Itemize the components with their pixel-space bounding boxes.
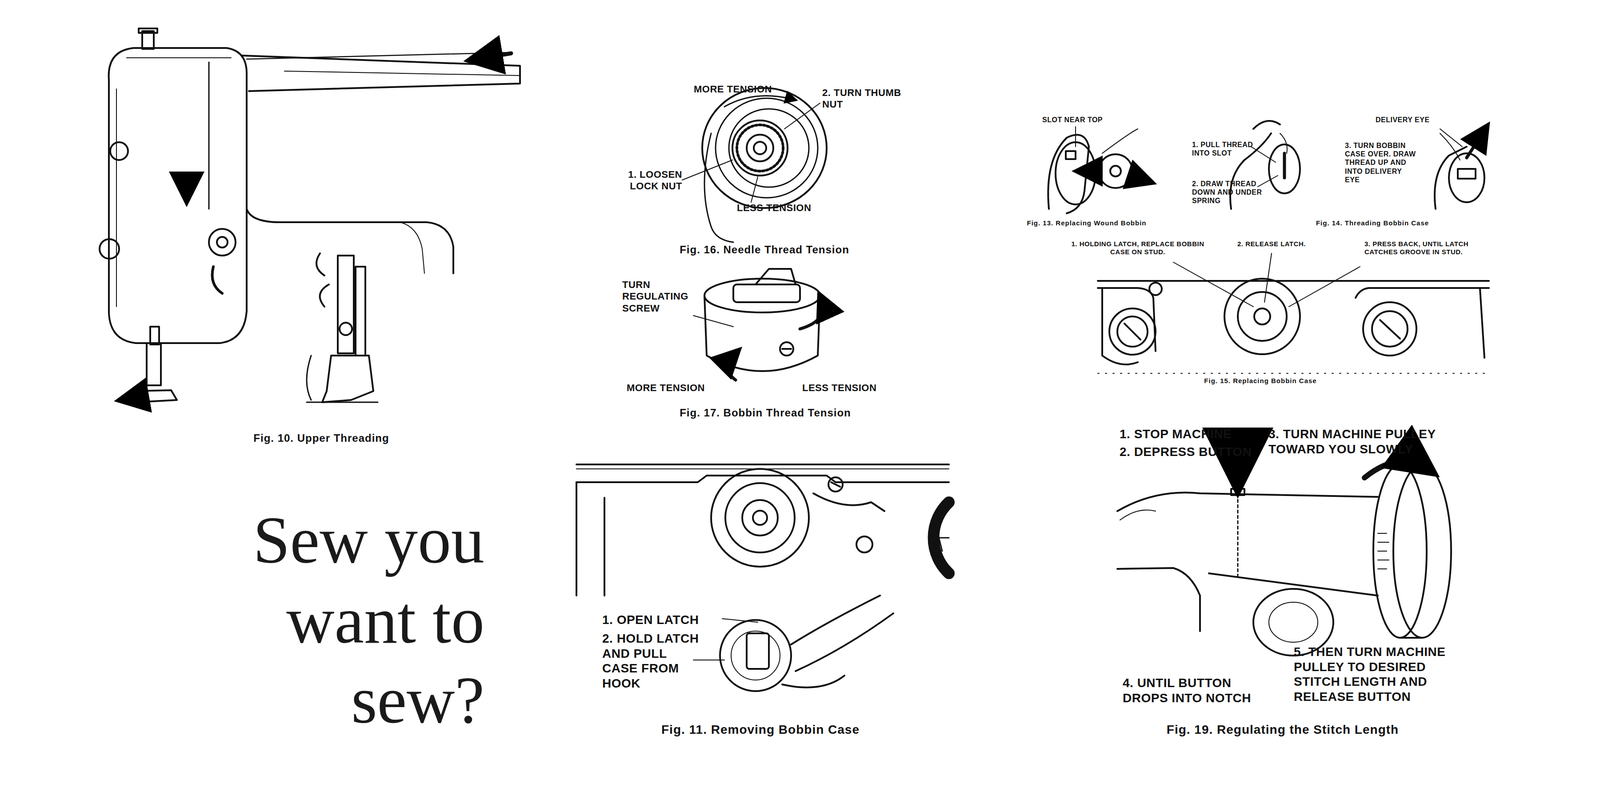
figure-caption: Fig. 19. Regulating the Stitch Length: [1140, 722, 1425, 738]
callout-label: 1. STOP MACHINE: [1119, 426, 1267, 442]
callout-label: 3. TURN MACHINE PULLEY TOWARD YOU SLOWLY: [1268, 426, 1469, 457]
stitch-regulator: [1117, 453, 1452, 656]
figure-caption: Fig. 10. Upper Threading: [205, 432, 437, 445]
callout-label: LESS TENSION: [736, 202, 835, 214]
callout-label: 1. PULL THREAD INTO SLOT: [1192, 140, 1268, 158]
callout-label: SLOT NEAR TOP: [1042, 115, 1118, 124]
machine-underside: [1097, 253, 1489, 374]
machine-head: [99, 28, 520, 403]
callout-label: 2. DEPRESS BUTTON: [1119, 444, 1267, 460]
callout-label: 2. TURN THUMB NUT: [822, 87, 912, 111]
callout-label: TURN REGULATING SCREW: [622, 279, 698, 315]
callout-label: 1. LOOSEN LOCK NUT: [608, 168, 683, 193]
tension-assembly: [682, 88, 827, 243]
callout-label: DELIVERY EYE: [1375, 115, 1447, 124]
figure-caption: Fig. 13. Replacing Wound Bobbin: [1006, 219, 1167, 228]
callout-label: 1. HOLDING LATCH, REPLACE BOBBIN CASE ON…: [1064, 240, 1212, 256]
callout-label: 2. RELEASE LATCH.: [1231, 240, 1312, 248]
callout-label: 2. DRAW THREAD DOWN AND UNDER SPRING: [1192, 179, 1268, 206]
callout-label: MORE TENSION: [626, 382, 725, 394]
callout-label: 1. OPEN LATCH: [602, 612, 732, 628]
figure-caption: Fig. 15. Replacing Bobbin Case: [1171, 376, 1350, 385]
callout-label: 2. HOLD LATCH AND PULL CASE FROM HOOK: [602, 631, 705, 691]
hook-assembly: [576, 464, 949, 692]
callout-label: 5. THEN TURN MACHINE PULLEY TO DESIRED S…: [1293, 644, 1454, 704]
callout-label: 3. PRESS BACK, UNTIL LATCH CATCHES GROOV…: [1364, 240, 1498, 256]
bobbin-hands: [1048, 120, 1487, 214]
figure-caption: Fig. 17. Bobbin Thread Tension: [649, 406, 881, 420]
callout-label: MORE TENSION: [693, 83, 792, 96]
figure-caption: Fig. 14. Threading Bobbin Case: [1292, 219, 1453, 228]
callout-label: 4. UNTIL BUTTON DROPS INTO NOTCH: [1122, 675, 1270, 706]
callout-label: LESS TENSION: [802, 382, 900, 394]
bobbin-case: [693, 268, 824, 380]
figure-caption: Fig. 16. Needle Thread Tension: [648, 243, 880, 257]
page-title: Sew you want to sew?: [200, 500, 485, 740]
figure-caption: Fig. 11. Removing Bobbin Case: [622, 722, 899, 738]
callout-label: 3. TURN BOBBIN CASE OVER. DRAW THREAD UP…: [1344, 141, 1419, 184]
